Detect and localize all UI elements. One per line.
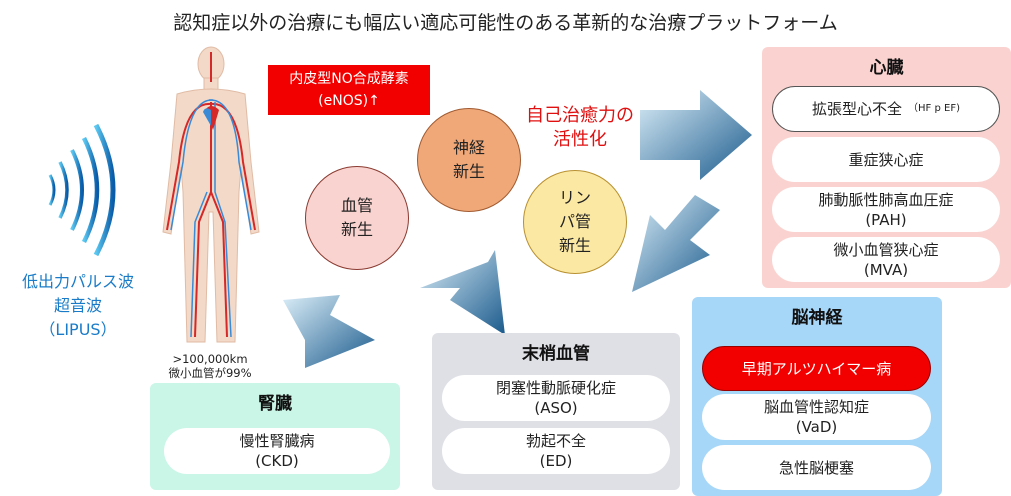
disease-abbr: (ASO) <box>534 399 578 417</box>
disease-abbr: （HF p EF) <box>908 103 960 114</box>
lipus-line3: （LIPUS） <box>39 320 117 339</box>
circle-text: 新生 <box>558 236 591 255</box>
disease-ed: 勃起不全 (ED) <box>442 428 670 474</box>
vessel-length: >100,000km <box>172 352 248 366</box>
disease-name: 閉塞性動脈硬化症 <box>495 379 616 397</box>
disease-mva: 微小血管狭心症(MVA) <box>772 237 1000 282</box>
human-circulatory-illustration <box>162 46 260 343</box>
disease-abbr: (CKD) <box>255 452 299 470</box>
circle-text: リン <box>558 188 591 207</box>
heart-panel: 心臓 拡張型心不全（HF p EF) 重症狭心症 肺動脈性肺高血圧症(PAH) … <box>762 47 1011 288</box>
brain-title: 脳神経 <box>791 308 843 328</box>
brain-panel: 脳神経 早期アルツハイマー病 脳血管性認知症 (VaD) 急性脳梗塞 <box>692 297 942 496</box>
lipus-label: 低出力パルス波 超音波 （LIPUS） <box>8 270 148 342</box>
page-title: 認知症以外の治療にも幅広い適応可能性のある革新的な治療プラットフォーム <box>173 12 838 34</box>
disease-name: 肺動脈性肺高血圧症 <box>818 190 954 209</box>
disease-abbr: (ED) <box>539 452 573 470</box>
enos-line2: (eNOS)↑ <box>318 93 380 109</box>
enos-line1: 内皮型NO合成酵素 <box>289 71 409 87</box>
disease-name: 勃起不全 <box>525 432 586 450</box>
disease-abbr: (VaD) <box>795 418 838 436</box>
disease-vad: 脳血管性認知症 (VaD) <box>702 394 931 440</box>
disease-aso: 閉塞性動脈硬化症 (ASO) <box>442 375 670 421</box>
disease-name: 早期アルツハイマー病 <box>741 359 892 378</box>
arrow-to-kidney-icon <box>283 295 375 368</box>
disease-early-alzheimers: 早期アルツハイマー病 <box>702 346 931 391</box>
disease-ckd: 慢性腎臓病 (CKD) <box>164 428 390 474</box>
disease-name: 急性脳梗塞 <box>778 458 854 477</box>
body-caption: >100,000km 微小血管が99% <box>150 352 270 380</box>
heart-title: 心臓 <box>869 58 904 78</box>
circle-text: 新生 <box>452 162 485 181</box>
circle-text: パ管 <box>558 212 591 231</box>
disease-name: 微小血管狭心症 <box>833 240 939 259</box>
lipus-line1: 低出力パルス波 <box>21 272 134 291</box>
microvessel-ratio: 微小血管が99% <box>168 366 252 380</box>
disease-hfpef: 拡張型心不全 （HF p EF) <box>772 86 1000 132</box>
arrow-to-heart-icon <box>640 90 752 180</box>
disease-abbr: (MVA) <box>863 260 909 279</box>
circle-text: 血管 <box>340 196 373 215</box>
disease-acute-stroke: 急性脳梗塞 <box>702 445 931 490</box>
disease-pah: 肺動脈性肺高血圧症(PAH) <box>772 187 1000 232</box>
kidney-panel: 腎臓 慢性腎臓病 (CKD) <box>150 383 400 490</box>
disease-name: 脳血管性認知症 <box>763 398 869 416</box>
kidney-title: 腎臓 <box>258 394 292 414</box>
disease-name: 重症狭心症 <box>848 150 924 169</box>
heal-line1: 自己治癒力の <box>526 105 634 126</box>
lymphangiogenesis-circle: リンパ管新生 <box>523 170 627 274</box>
ultrasound-wave-icon <box>48 123 116 257</box>
disease-name: 拡張型心不全 <box>812 100 903 118</box>
angiogenesis-circle: 血管新生 <box>305 166 409 270</box>
circle-text: 新生 <box>340 220 373 239</box>
peripheral-panel: 末梢血管 閉塞性動脈硬化症 (ASO) 勃起不全 (ED) <box>432 333 680 490</box>
peripheral-title: 末梢血管 <box>522 344 590 364</box>
self-healing-label: 自己治癒力の 活性化 <box>505 104 655 152</box>
enos-label: 内皮型NO合成酵素 (eNOS)↑ <box>268 65 430 115</box>
disease-abbr: (PAH) <box>865 210 907 229</box>
heal-line2: 活性化 <box>553 129 607 150</box>
disease-severe-angina: 重症狭心症 <box>772 137 1000 182</box>
circle-text: 神経 <box>452 138 485 157</box>
arrow-to-brain-icon <box>632 195 720 292</box>
neurogenesis-circle: 神経新生 <box>417 108 521 212</box>
arrow-to-peripheral-icon <box>420 250 505 335</box>
lipus-line2: 超音波 <box>53 296 102 315</box>
disease-name: 慢性腎臓病 <box>239 432 315 450</box>
